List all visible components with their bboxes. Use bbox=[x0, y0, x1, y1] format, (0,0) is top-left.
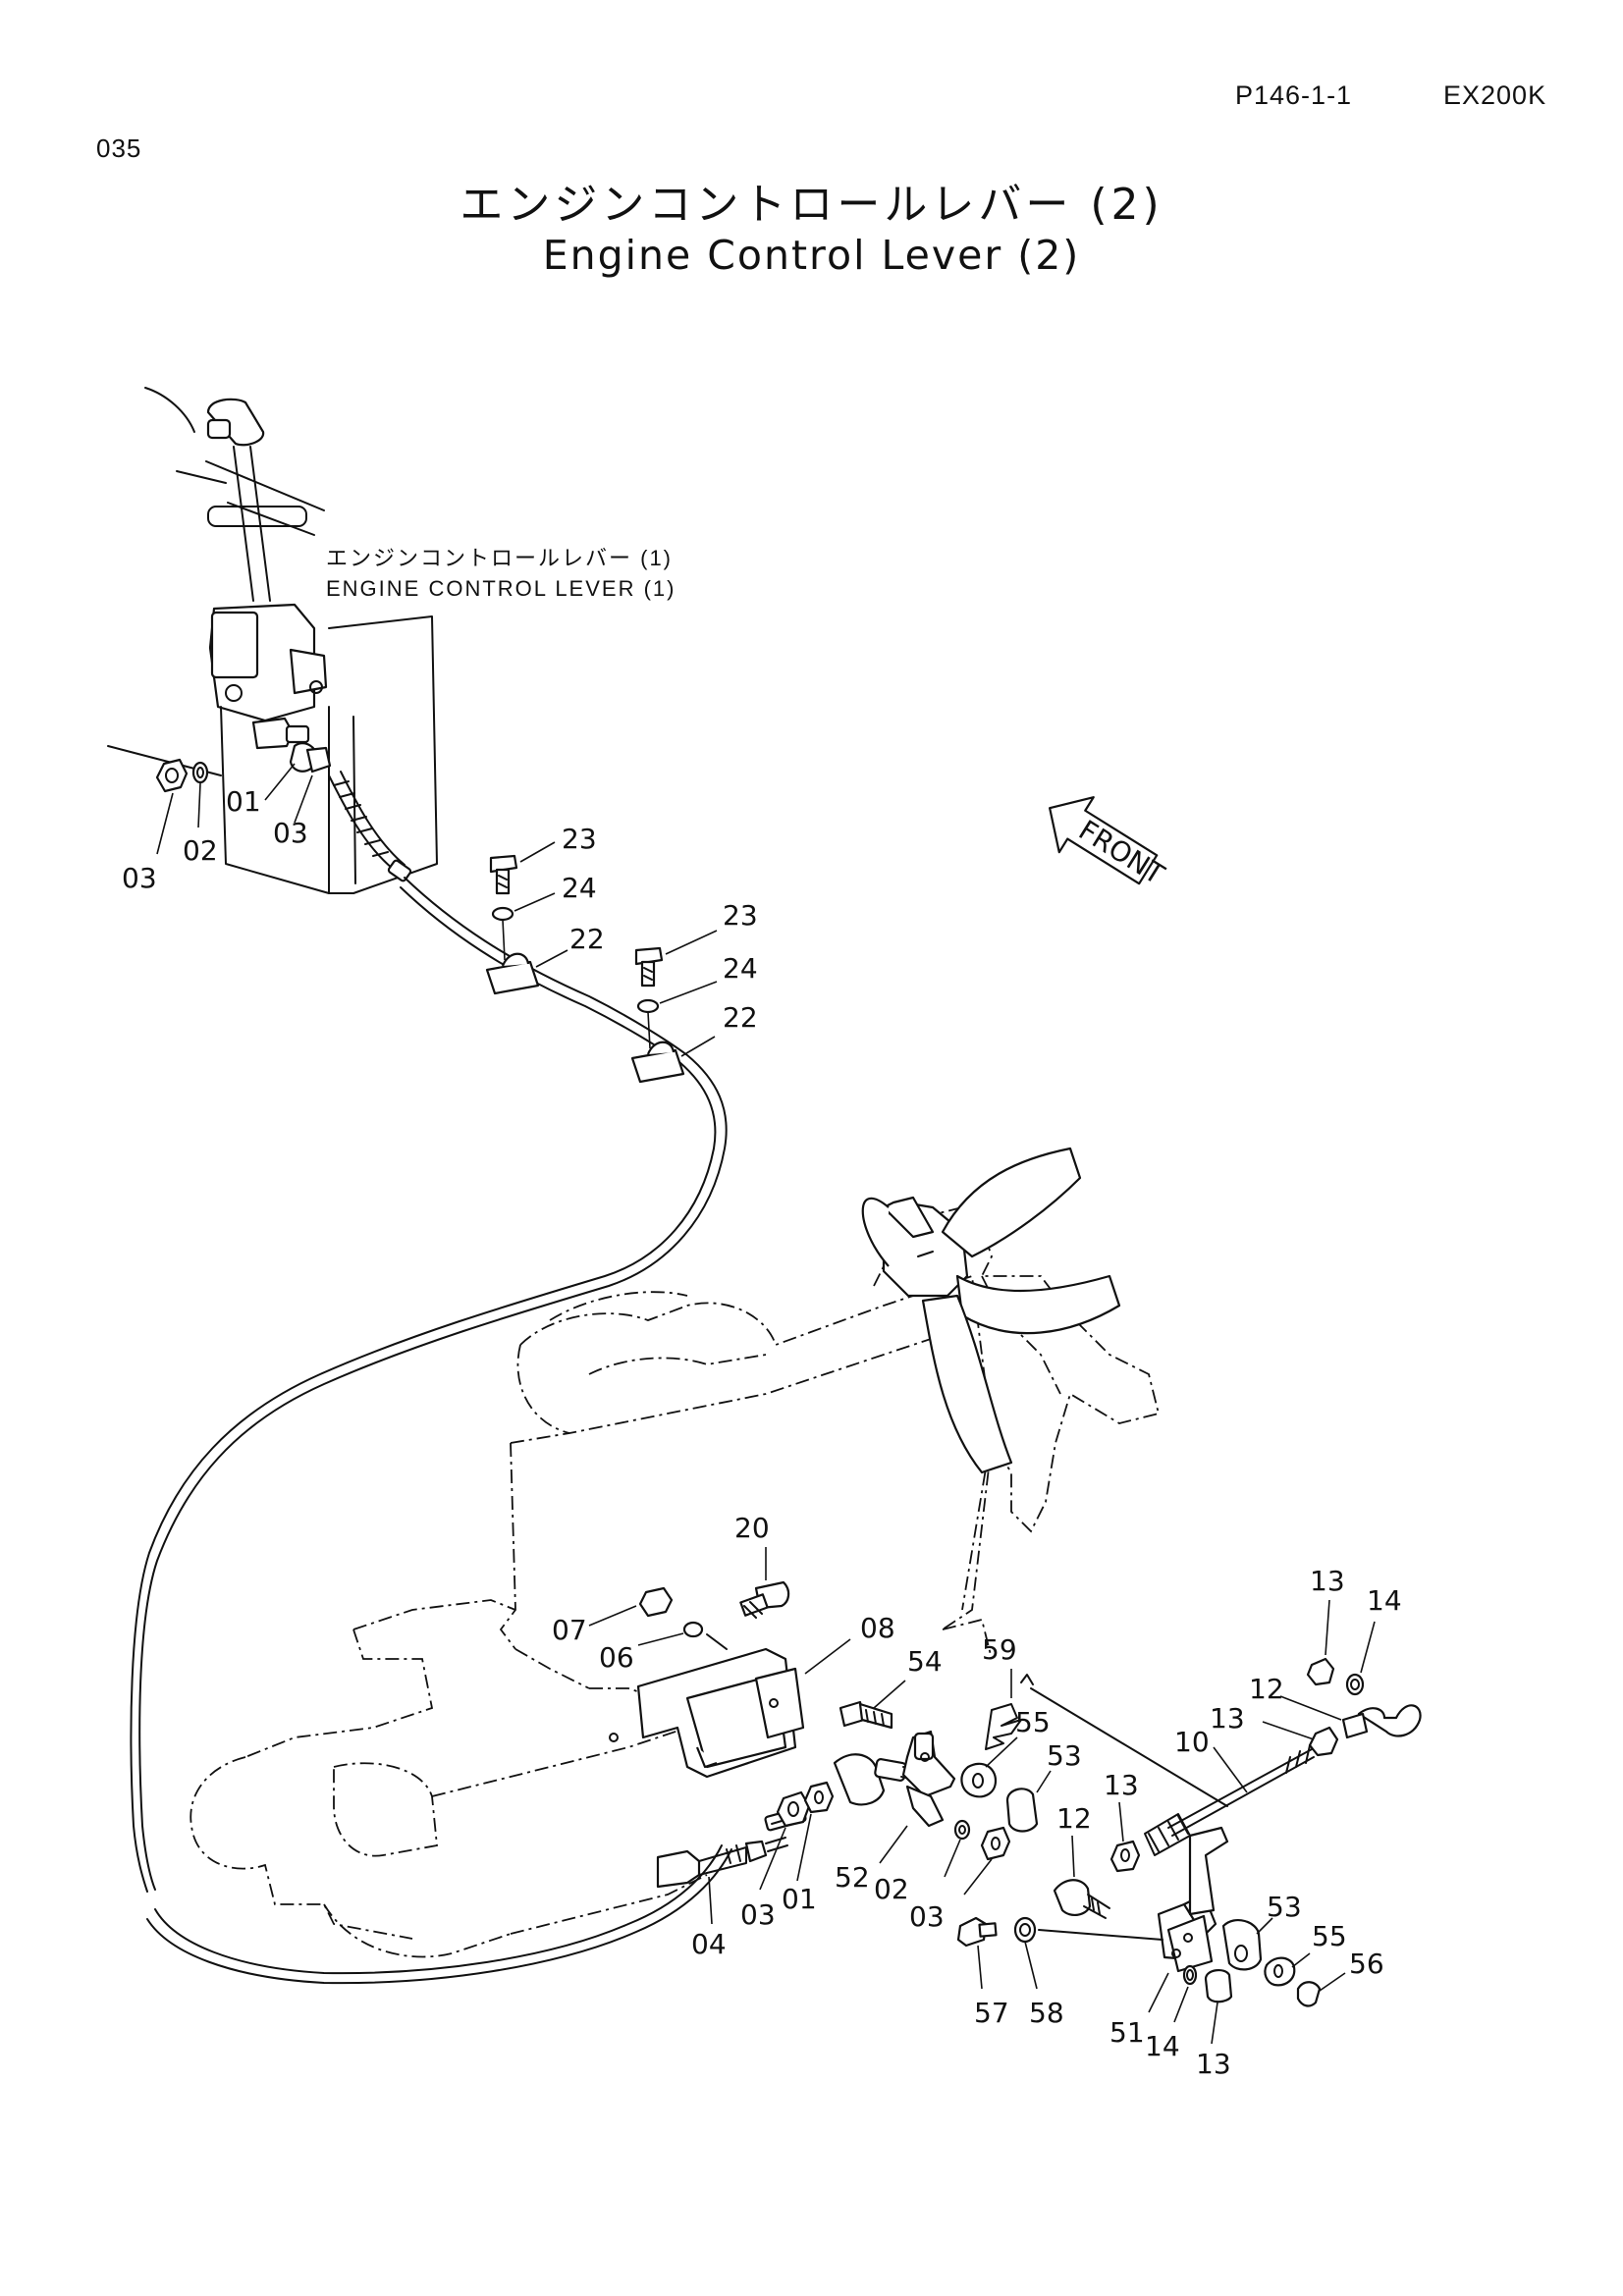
callout-52: 52 bbox=[835, 1861, 870, 1894]
callout-24: 24 bbox=[562, 872, 597, 904]
callout-14: 14 bbox=[1367, 1584, 1402, 1617]
callout-53: 53 bbox=[1047, 1739, 1082, 1772]
callout-22: 22 bbox=[569, 923, 605, 955]
reference-note-english: ENGINE CONTROL LEVER (1) bbox=[326, 576, 676, 601]
callout-03: 03 bbox=[273, 817, 308, 849]
callout-58: 58 bbox=[1029, 1997, 1064, 2029]
callout-13: 13 bbox=[1104, 1769, 1139, 1801]
callout-01: 01 bbox=[226, 785, 261, 818]
callout-13: 13 bbox=[1196, 2048, 1231, 2080]
callout-10: 10 bbox=[1174, 1726, 1210, 1758]
reference-note-japanese: エンジンコントロールレバー (1) bbox=[326, 546, 674, 570]
callout-03: 03 bbox=[740, 1898, 776, 1931]
callout-59: 59 bbox=[982, 1633, 1017, 1666]
upper-ball-joint bbox=[251, 717, 332, 824]
title-english: Engine Control Lever (2) bbox=[542, 232, 1081, 279]
reference-note: エンジンコントロールレバー (1) ENGINE CONTROL LEVER (… bbox=[326, 543, 676, 604]
callout-54: 54 bbox=[907, 1645, 943, 1678]
callout-24: 24 bbox=[723, 952, 758, 985]
title-japanese: エンジンコントロールレバー (2) bbox=[460, 180, 1163, 230]
callout-13: 13 bbox=[1210, 1702, 1245, 1735]
callout-02: 02 bbox=[183, 834, 218, 867]
callout-14: 14 bbox=[1145, 2030, 1180, 2062]
lower-cable-end bbox=[656, 1753, 924, 1925]
page-number: 035 bbox=[96, 133, 142, 163]
callout-20: 20 bbox=[734, 1512, 770, 1544]
callout-56: 56 bbox=[1349, 1948, 1384, 1980]
callout-07: 07 bbox=[552, 1614, 587, 1646]
callout-02: 02 bbox=[874, 1873, 909, 1905]
callout-04: 04 bbox=[691, 1928, 727, 1960]
callout-numbers: 01 02 03 03 23 24 22 23 24 22 20 07 06 0… bbox=[122, 785, 1402, 2080]
callout-57: 57 bbox=[974, 1997, 1009, 2029]
callout-13: 13 bbox=[1310, 1565, 1345, 1597]
cable-clamp-lower bbox=[630, 930, 718, 1084]
callout-23: 23 bbox=[562, 823, 597, 855]
control-lever-assembly bbox=[107, 387, 438, 894]
page-code: P146-1-1 bbox=[1235, 80, 1353, 110]
callout-55: 55 bbox=[1312, 1920, 1347, 1952]
throttle-rod-assembly bbox=[1053, 1599, 1422, 1919]
throttle-link-upper bbox=[839, 1669, 1228, 1896]
cooling-fan bbox=[861, 1147, 1121, 1474]
callout-03: 03 bbox=[909, 1900, 945, 1933]
model-code: EX200K bbox=[1443, 80, 1547, 110]
callout-08: 08 bbox=[860, 1612, 895, 1644]
callout-51: 51 bbox=[1109, 2016, 1145, 2049]
cable-bracket-assembly bbox=[588, 1547, 851, 1779]
callout-01: 01 bbox=[782, 1883, 817, 1915]
callout-12: 12 bbox=[1056, 1802, 1092, 1835]
callout-06: 06 bbox=[599, 1641, 634, 1674]
callout-23: 23 bbox=[723, 899, 758, 932]
callout-53: 53 bbox=[1267, 1891, 1302, 1923]
left-washer-nut-group bbox=[155, 758, 209, 855]
callout-22: 22 bbox=[723, 1001, 758, 1034]
callout-12: 12 bbox=[1249, 1673, 1284, 1705]
control-cable bbox=[130, 771, 732, 1985]
cable-clamp-upper bbox=[485, 841, 568, 995]
callout-55: 55 bbox=[1015, 1706, 1051, 1738]
callout-03: 03 bbox=[122, 862, 157, 894]
front-direction-marker: FRONT bbox=[1049, 796, 1170, 891]
throttle-lever-lower bbox=[956, 1826, 1346, 2045]
